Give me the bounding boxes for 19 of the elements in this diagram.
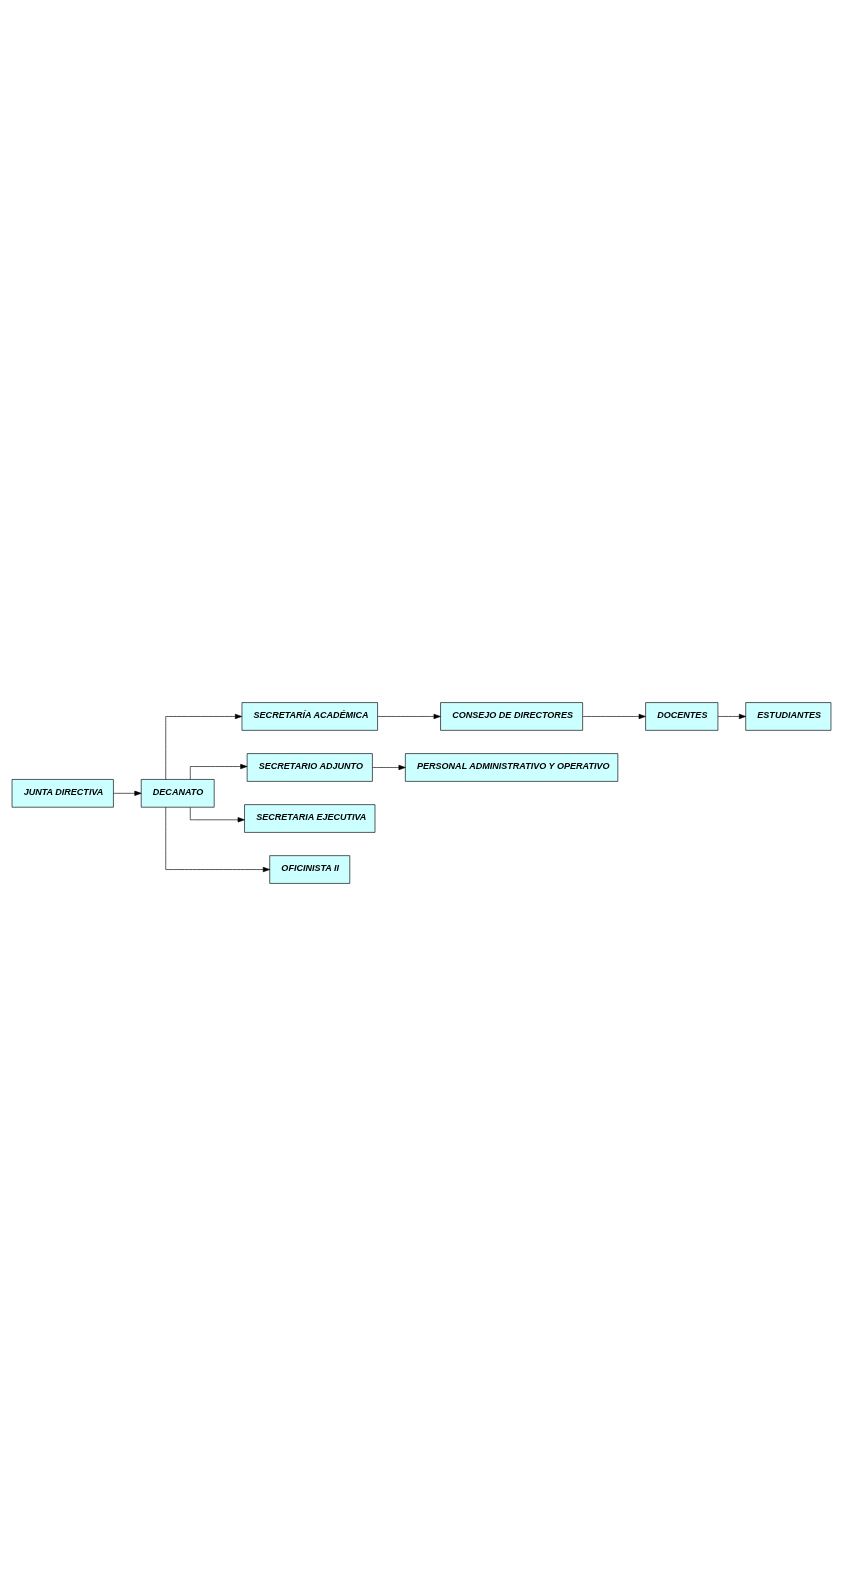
arrow (377, 713, 441, 719)
node-box: ESTUDIANTES (745, 701, 832, 731)
arrow (113, 790, 142, 796)
node-box: DECANATO (140, 778, 215, 808)
arrow (189, 763, 248, 780)
arrow (165, 713, 243, 780)
arrow (717, 713, 747, 719)
node-box: OFICINISTA II (269, 854, 351, 884)
node-box: SECRETARIO ADJUNTO (246, 752, 373, 782)
arrow (372, 764, 406, 770)
arrow (165, 806, 270, 872)
node-box: JUNTA DIRECTIVA (11, 778, 114, 808)
node-box: CONSEJO DE DIRECTORES (440, 701, 583, 731)
arrow (189, 806, 245, 822)
node-box: PERSONAL ADMINISTRATIVO Y OPERATIVO (405, 752, 619, 782)
node-box: SECRETARIA EJECUTIVA (244, 803, 376, 833)
arrow (582, 713, 646, 719)
node-box: DOCENTES (645, 701, 719, 731)
node-box: SECRETARÍA ACADÉMICA (241, 701, 378, 731)
